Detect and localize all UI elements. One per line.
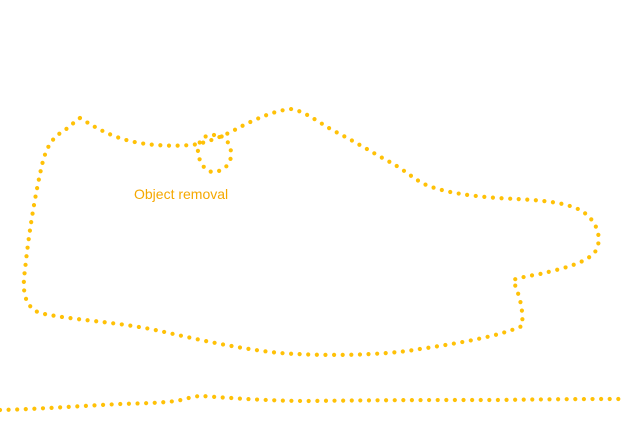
ground-line-stroke [0, 393, 624, 413]
shoe-outline-stroke [21, 106, 601, 357]
small-object-circle-stroke [195, 132, 234, 175]
object-removal-label: Object removal [134, 186, 229, 202]
